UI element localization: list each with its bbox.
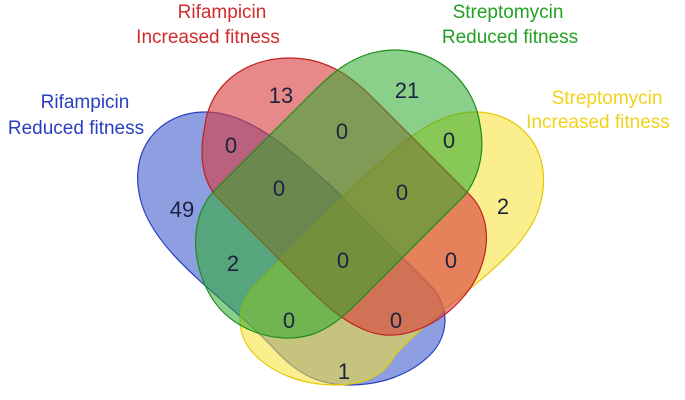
count-rif-increased-strep-increased: 0 (445, 248, 457, 273)
count-rif-reduced-strep-reduced: 2 (227, 251, 239, 276)
count-strep-reduced-only: 21 (395, 78, 419, 103)
count-rif-increased-only: 13 (269, 83, 293, 108)
set-ellipse-strep-reduced (194, 49, 483, 339)
count-rif-reduced-strep-reduced-strep-increased: 0 (283, 308, 295, 333)
set-label-line1: Streptomycin (552, 88, 663, 109)
set-label-line2: Increased fitness (136, 27, 280, 48)
count-rif-reduced-rif-increased-strep-increased: 0 (390, 308, 402, 333)
count-all-four: 0 (337, 248, 349, 273)
set-label-line1: Rifampicin (41, 92, 130, 113)
set-label-strep-increased: Streptomycin Increased fitness (526, 88, 670, 133)
count-strep-reduced-strep-increased: 0 (443, 128, 455, 153)
count-strep-increased-only: 2 (497, 194, 509, 219)
set-label-line2: Reduced fitness (442, 27, 578, 48)
set-label-line2: Reduced fitness (8, 118, 144, 139)
set-label-rif-increased: Rifampicin Increased fitness (136, 2, 280, 48)
set-label-line2: Increased fitness (526, 112, 670, 133)
count-rif-increased-strep-reduced-strep-increased: 0 (396, 180, 408, 205)
region-counts: 13 21 49 2 0 0 0 0 0 2 0 0 0 0 1 (170, 78, 509, 384)
set-label-rif-reduced: Rifampicin Reduced fitness (8, 92, 144, 139)
set-label-line1: Rifampicin (178, 2, 267, 23)
count-rif-reduced-rif-increased: 0 (225, 133, 237, 158)
count-rif-increased-strep-reduced: 0 (336, 119, 348, 144)
set-label-strep-reduced: Streptomycin Reduced fitness (442, 2, 578, 48)
count-rif-reduced-rif-increased-strep-reduced: 0 (273, 176, 285, 201)
count-rif-reduced-only: 49 (170, 197, 194, 222)
set-label-line1: Streptomycin (453, 2, 564, 23)
count-rif-reduced-strep-increased: 1 (338, 359, 350, 384)
venn-shapes (137, 49, 545, 386)
